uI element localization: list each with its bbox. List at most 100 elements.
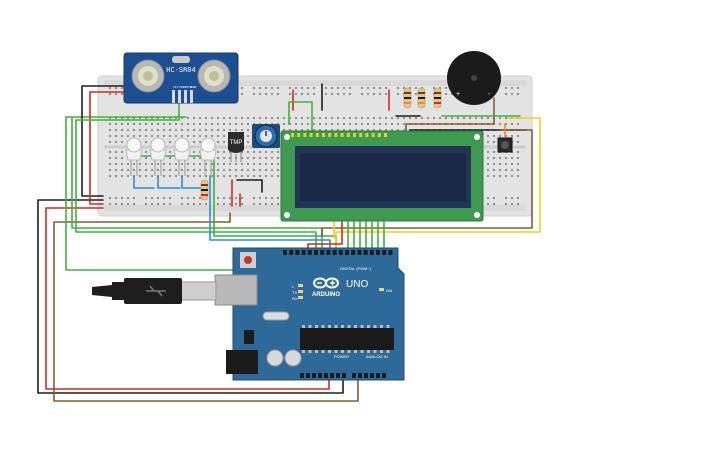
breadboard-hole xyxy=(271,93,273,95)
breadboard-hole xyxy=(115,87,117,89)
wire-blue-to-arduino[interactable] xyxy=(209,175,331,254)
power-pin-header[interactable] xyxy=(300,373,346,378)
wire-black-gnd-loop[interactable] xyxy=(37,199,344,394)
usb-cable[interactable] xyxy=(92,278,217,304)
chip-leg xyxy=(360,350,364,353)
lcd-display[interactable] xyxy=(280,130,484,222)
breadboard-hole xyxy=(235,163,237,165)
breadboard-hole xyxy=(121,87,123,89)
resistor-led[interactable] xyxy=(200,179,209,201)
temperature-sensor[interactable]: TMP xyxy=(228,132,244,162)
breadboard-hole xyxy=(187,129,189,131)
wire-yellow-loop[interactable] xyxy=(335,117,541,254)
breadboard-hole xyxy=(175,169,177,171)
breadboard-hole xyxy=(283,117,285,119)
breadboard-hole xyxy=(187,117,189,119)
breadboard-hole xyxy=(265,197,267,199)
breadboard-hole xyxy=(163,163,165,165)
breadboard-hole xyxy=(199,203,201,205)
wire-green-top-loop[interactable] xyxy=(288,101,313,131)
arduino-uno-board[interactable]: ARDUINO UNO DIGITAL (PWM~) POWER ANALOG … xyxy=(214,247,405,381)
push-button[interactable] xyxy=(497,137,513,153)
breadboard-hole xyxy=(217,197,219,199)
atmega-chip xyxy=(300,328,394,350)
breadboard-hole xyxy=(181,117,183,119)
wire-red-5v-loop[interactable] xyxy=(45,207,330,390)
breadboard-hole xyxy=(199,141,201,143)
breadboard-hole xyxy=(109,141,111,143)
breadboard-hole xyxy=(313,117,315,119)
breadboard-hole xyxy=(367,117,369,119)
breadboard-hole xyxy=(127,203,129,205)
analog-pin-header[interactable] xyxy=(352,373,386,378)
breadboard-hole xyxy=(487,203,489,205)
breadboard-hole xyxy=(517,163,519,165)
breadboard-hole xyxy=(115,157,117,159)
chip-leg xyxy=(367,325,370,328)
breadboard-hole xyxy=(109,129,111,131)
breadboard-hole xyxy=(379,87,381,89)
potentiometer[interactable] xyxy=(252,124,280,148)
breadboard-hole xyxy=(217,175,219,177)
wire-blue-led-1[interactable] xyxy=(133,175,155,189)
wire-brown-analog[interactable] xyxy=(53,212,359,402)
analog-pin xyxy=(382,373,386,378)
resistor-top-1[interactable] xyxy=(403,87,412,109)
breadboard-hole xyxy=(151,123,153,125)
breadboard-hole xyxy=(145,141,147,143)
resistor-top-2[interactable] xyxy=(417,87,426,109)
ultrasonic-sensor[interactable]: HC-SR04 VCC TRIG ECHO GND xyxy=(123,52,239,104)
breadboard-hole xyxy=(109,117,111,119)
breadboard-hole xyxy=(271,169,273,171)
breadboard-hole xyxy=(505,117,507,119)
led-2[interactable] xyxy=(149,137,167,176)
tx-led-label: TX xyxy=(292,290,297,295)
breadboard-hole xyxy=(505,123,507,125)
breadboard-hole xyxy=(259,163,261,165)
wire-black-res[interactable] xyxy=(236,179,263,193)
breadboard-hole xyxy=(295,87,297,89)
breadboard-hole xyxy=(253,157,255,159)
breadboard-hole xyxy=(217,157,219,159)
wire-blue-led-3[interactable] xyxy=(181,175,201,189)
led-3[interactable] xyxy=(173,137,191,176)
breadboard-hole xyxy=(493,197,495,199)
breadboard-hole xyxy=(265,151,267,153)
wire-brown-loop[interactable] xyxy=(321,129,533,237)
wire-blue-led-2[interactable] xyxy=(157,175,181,189)
breadboard-hole xyxy=(307,93,309,95)
digital-pin xyxy=(326,250,331,255)
breadboard-hole xyxy=(211,117,213,119)
wire-black-sensor-gnd[interactable] xyxy=(81,85,127,197)
breadboard-hole xyxy=(193,129,195,131)
breadboard-hole xyxy=(505,135,507,137)
lcd-pin xyxy=(384,133,387,137)
breadboard-hole xyxy=(145,169,147,171)
breadboard-hole xyxy=(505,87,507,89)
breadboard-hole xyxy=(109,135,111,137)
breadboard-hole xyxy=(181,203,183,205)
chip-leg xyxy=(334,350,338,353)
breadboard-hole xyxy=(493,151,495,153)
piezo-buzzer[interactable]: + - xyxy=(447,51,501,105)
breadboard-hole xyxy=(367,87,369,89)
breadboard-hole xyxy=(343,129,345,131)
breadboard-hole xyxy=(217,169,219,171)
breadboard-hole xyxy=(115,169,117,171)
breadboard-hole xyxy=(343,117,345,119)
breadboard-hole xyxy=(217,123,219,125)
breadboard-hole xyxy=(253,117,255,119)
resistor-top-3[interactable] xyxy=(433,87,442,109)
breadboard-hole xyxy=(511,93,513,95)
led-1[interactable] xyxy=(125,137,143,176)
breadboard-hole xyxy=(181,169,183,171)
breadboard-hole xyxy=(499,175,501,177)
breadboard-hole xyxy=(139,169,141,171)
wire-red-sensor-vcc[interactable] xyxy=(89,91,127,205)
breadboard-hole xyxy=(115,135,117,137)
led-4[interactable] xyxy=(199,137,217,176)
breadboard-hole xyxy=(139,135,141,137)
breadboard-hole xyxy=(199,129,201,131)
digital-pin-header[interactable] xyxy=(283,250,393,255)
lcd-pin xyxy=(371,133,375,137)
